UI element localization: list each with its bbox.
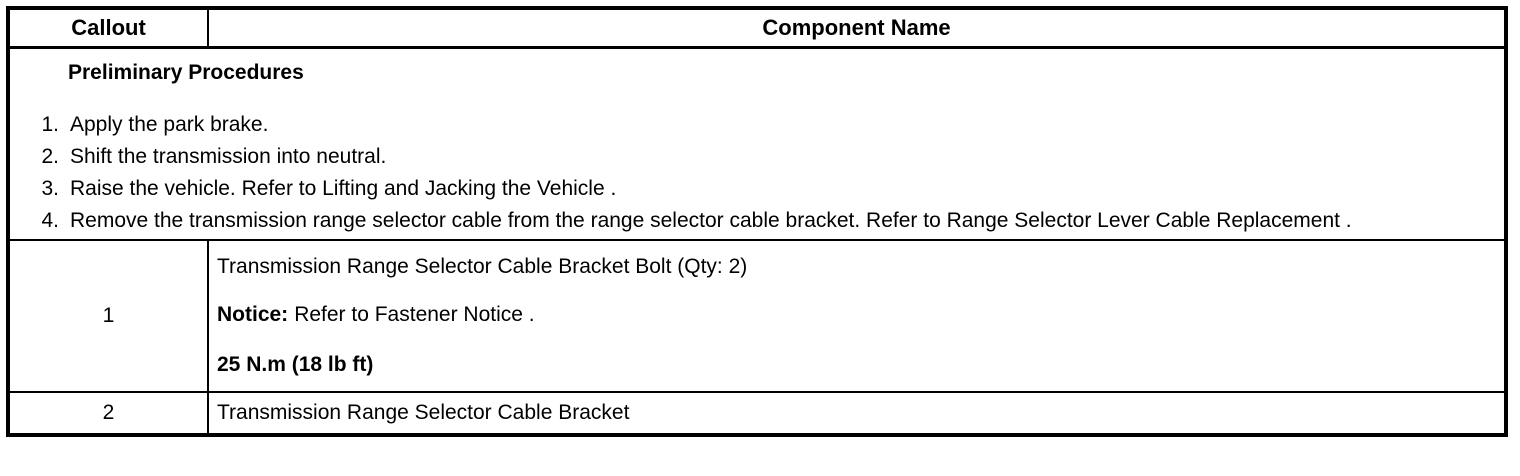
component-callout-table: Callout Component Name Preliminary Proce… (6, 6, 1508, 437)
table-header-row: Callout Component Name (8, 8, 1506, 49)
notice-label: Notice: (217, 303, 289, 326)
list-item: 4. Remove the transmission range selecto… (40, 205, 1424, 237)
callout-column-header: Callout (8, 8, 208, 49)
notice-text: Refer to Fastener Notice . (294, 303, 535, 326)
step-number: 3. (41, 177, 59, 200)
table-row: 2 Transmission Range Selector Cable Brac… (8, 391, 1506, 435)
callout-number: 2 (8, 391, 208, 435)
step-text: Remove the transmission range selector c… (70, 209, 1352, 232)
component-cell: Transmission Range Selector Cable Bracke… (207, 239, 1506, 392)
step-text: Shift the transmission into neutral. (70, 145, 387, 168)
component-name: Transmission Range Selector Cable Bracke… (217, 401, 630, 424)
preliminary-procedures-cell: Preliminary Procedures 1. Apply the park… (8, 48, 1506, 241)
callout-number: 1 (8, 239, 208, 392)
step-number: 1. (41, 113, 59, 136)
preliminary-procedures-title: Preliminary Procedures (68, 61, 304, 84)
list-item: 3. Raise the vehicle. Refer to Lifting a… (40, 173, 1424, 205)
preliminary-procedures-row: Preliminary Procedures 1. Apply the park… (8, 48, 1506, 241)
torque-spec: 25 N.m (18 lb ft) (217, 353, 374, 376)
step-text: Apply the park brake. (70, 113, 269, 136)
step-text: Raise the vehicle. Refer to Lifting and … (70, 177, 617, 200)
step-number: 2. (41, 145, 59, 168)
list-item: 1. Apply the park brake. (40, 109, 1424, 141)
notice-line: Notice:Refer to Fastener Notice . (217, 299, 1484, 331)
step-number: 4. (41, 209, 59, 232)
list-item: 2. Shift the transmission into neutral. (40, 141, 1424, 173)
table-row: 1 Transmission Range Selector Cable Brac… (8, 239, 1506, 392)
component-name-column-header: Component Name (207, 8, 1506, 49)
component-name: Transmission Range Selector Cable Bracke… (217, 255, 748, 278)
component-cell: Transmission Range Selector Cable Bracke… (207, 391, 1506, 435)
preliminary-steps-list: 1. Apply the park brake. 2. Shift the tr… (10, 109, 1424, 237)
